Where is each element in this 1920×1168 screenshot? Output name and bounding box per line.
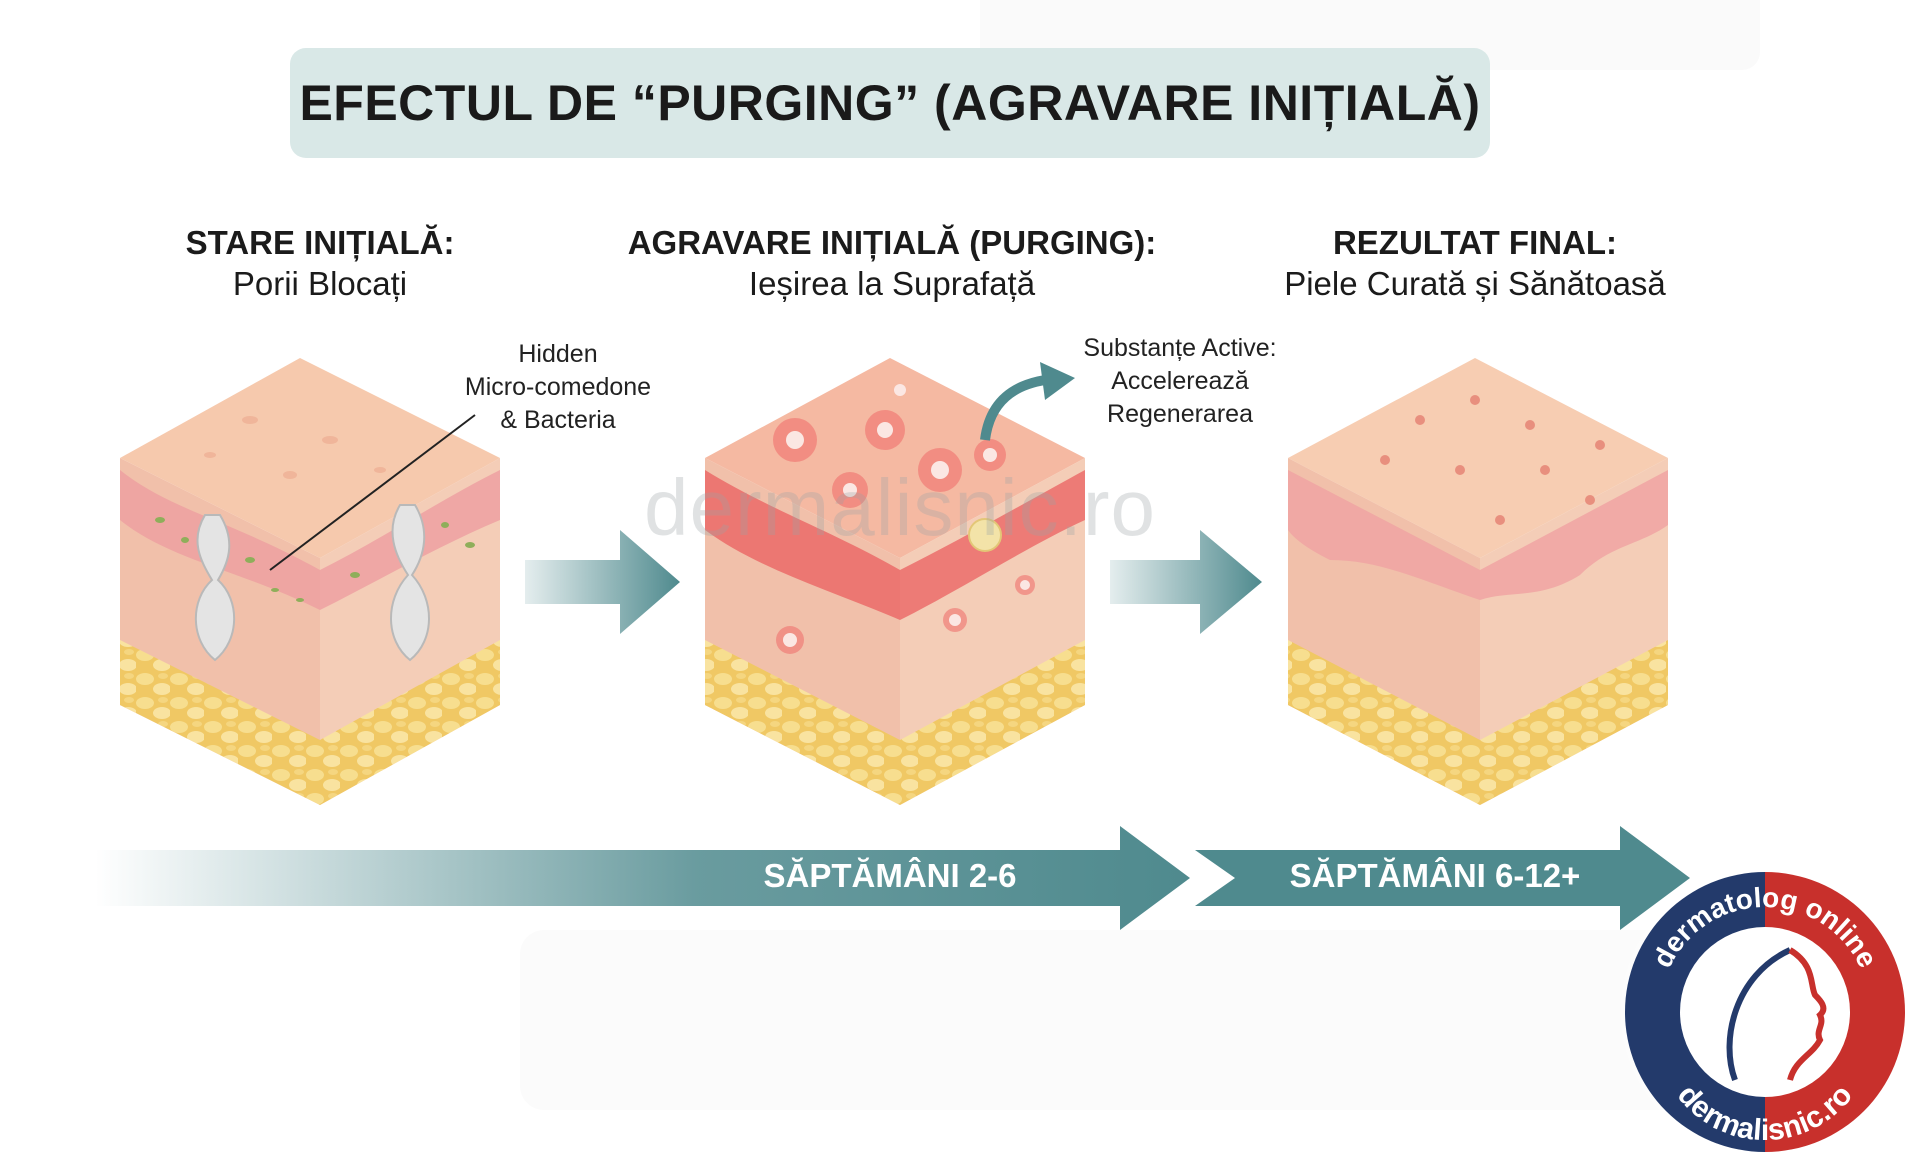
callout-line-text: Accelerează xyxy=(1111,367,1249,395)
callout-line-text: Regenerarea xyxy=(1107,400,1253,428)
callout-hidden-comedone: Hidden Micro-comedone & Bacteria xyxy=(438,338,678,437)
timeline-label-weeks-6-12: SĂPTĂMÂNI 6-12+ xyxy=(1289,857,1581,894)
callout-line-text: & Bacteria xyxy=(500,406,616,434)
inflamed-spots xyxy=(773,384,1035,654)
callout-line-text: Hidden xyxy=(518,340,598,368)
dermatolog-online-badge-logo: dermatolog online dermalisnic.ro xyxy=(1615,862,1915,1162)
callout-line-text: Micro-comedone xyxy=(464,373,652,401)
stage-heading-final: REZULTAT FINAL: Piele Curată și Sănătoas… xyxy=(1195,222,1755,304)
stage-heading-purging: AGRAVARE INIȚIALĂ (PURGING): Ieșirea la … xyxy=(612,222,1172,304)
timeline-label-weeks-2-6: SĂPTĂMÂNI 2-6 xyxy=(763,857,1017,894)
watermark: dermalisnic.ro xyxy=(644,463,1156,552)
curved-arrow xyxy=(980,375,1046,441)
stage-heading-initial: STARE INIȚIALĂ: Porii Blocați xyxy=(40,222,600,304)
timeline-arrow-1 xyxy=(95,826,1190,930)
callout-line-text: Substanțe Active: xyxy=(1083,334,1277,362)
title-banner: EFECTUL DE “PURGING” (AGRAVARE INIȚIALĂ) xyxy=(290,48,1490,158)
clogged-pore xyxy=(390,504,430,662)
page-title: EFECTUL DE “PURGING” (AGRAVARE INIȚIALĂ) xyxy=(299,75,1481,131)
stage-title: REZULTAT FINAL: xyxy=(1332,224,1618,261)
bacteria-dots xyxy=(155,517,475,602)
clogged-pore xyxy=(194,514,236,662)
pore-dots xyxy=(204,416,386,479)
pore-dots xyxy=(1380,395,1605,525)
stage-subtitle: Piele Curată și Sănătoasă xyxy=(1284,265,1666,302)
stage-title: AGRAVARE INIȚIALĂ (PURGING): xyxy=(627,224,1157,261)
arrow-1 xyxy=(525,530,680,634)
callout-line xyxy=(269,414,476,571)
background-panel xyxy=(520,930,1720,1110)
stage-subtitle: Ieșirea la Suprafață xyxy=(748,265,1036,302)
curved-arrow-head xyxy=(1040,362,1075,400)
arrow-2 xyxy=(1110,530,1262,634)
callout-active-substances: Substanțe Active: Accelerează Regenerare… xyxy=(1050,332,1310,431)
timeline xyxy=(95,826,1690,930)
stage-title: STARE INIȚIALĂ: xyxy=(185,224,455,261)
timeline-arrow-2 xyxy=(1195,826,1690,930)
skin-cube-initial xyxy=(120,358,500,805)
skin-cube-purging xyxy=(705,358,1085,805)
skin-cube-final xyxy=(1288,358,1668,805)
stage-subtitle: Porii Blocați xyxy=(232,265,408,302)
